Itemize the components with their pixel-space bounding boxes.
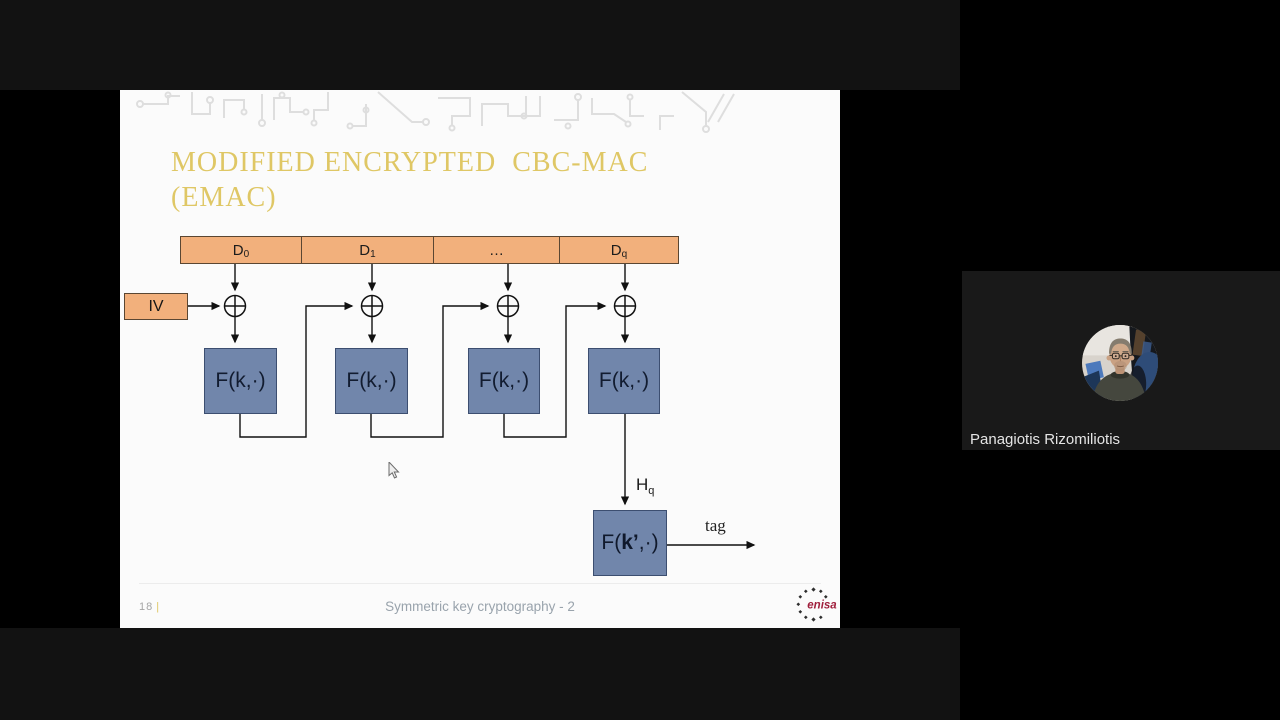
- circuit-pattern-decoration: [136, 91, 735, 133]
- screenshare-letterbox-bottom: [0, 628, 960, 720]
- final-cipher-box: F(k’,·): [593, 510, 667, 576]
- tag-label: tag: [705, 516, 726, 535]
- footer-divider: [139, 583, 821, 584]
- screenshare-letterbox-top: [0, 0, 960, 90]
- slide-footer-title: Symmetric key cryptography - 2: [385, 599, 575, 614]
- enisa-logo: enisa: [796, 587, 837, 622]
- hq-label: Hq: [636, 475, 655, 497]
- cipher-box-2: F(k,·): [335, 348, 408, 414]
- iv-box: IV: [124, 293, 188, 320]
- slide-title-line2: (EMAC): [171, 182, 277, 213]
- cipher-box-3: F(k,·): [468, 348, 540, 414]
- slide-title: MODIFIED ENCRYPTED CBC-MAC (EMAC): [171, 145, 731, 215]
- slide-title-line1: MODIFIED ENCRYPTED CBC-MAC: [171, 147, 649, 178]
- cipher-box-4: F(k,·): [588, 348, 660, 414]
- participant-name: Panagiotis Rizomiliotis: [970, 431, 1121, 448]
- xor-nodes: [223, 294, 637, 318]
- presentation-slide: MODIFIED ENCRYPTED CBC-MAC (EMAC): [120, 90, 840, 628]
- mouse-cursor-icon: [388, 462, 400, 479]
- participant-avatar: [1082, 325, 1158, 401]
- data-block-ellipsis: …: [433, 237, 559, 263]
- cipher-box-1: F(k,·): [204, 348, 277, 414]
- slide-page-number: 18|: [139, 601, 161, 613]
- participant-video-tile[interactable]: Panagiotis Rizomiliotis: [962, 271, 1280, 450]
- enisa-logo-text: enisa: [807, 600, 837, 612]
